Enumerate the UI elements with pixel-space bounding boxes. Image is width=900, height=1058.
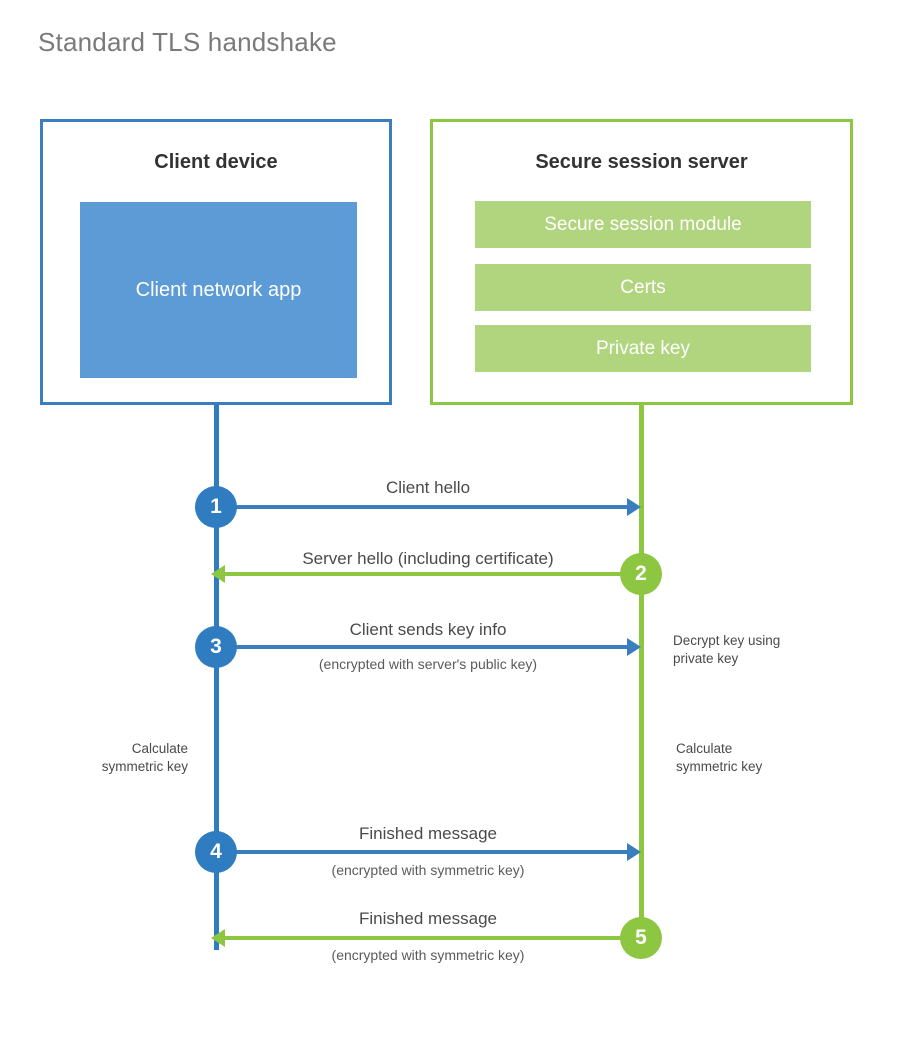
server-decrypt-key-note: Decrypt key using private key xyxy=(673,632,863,668)
step-3-label: Client sends key info xyxy=(349,620,507,639)
client-network-app-block: Client network app xyxy=(80,202,357,378)
server-decrypt-key-note-line1: Decrypt key using xyxy=(673,633,781,648)
step-5-label: Finished message xyxy=(359,909,497,928)
step-1-label: Client hello xyxy=(385,478,471,497)
client-calculate-symmetric-key-note-line2: symmetric key xyxy=(101,759,188,775)
server-calculate-symmetric-key-note-line2: symmetric key xyxy=(676,759,763,775)
client-lifeline xyxy=(214,405,219,950)
step-4-arrow-line xyxy=(216,850,630,854)
step-2-label: Server hello (including certificate) xyxy=(302,549,554,568)
step-4-badge[interactable]: 4 xyxy=(195,831,237,873)
secure-session-server-title: Secure session server xyxy=(535,151,748,173)
step-1-badge[interactable]: 1 xyxy=(195,486,237,528)
step-5-sublabel: (encrypted with symmetric key) xyxy=(331,947,525,963)
server-decrypt-key-note-line2: private key xyxy=(673,651,739,667)
step-5-badge[interactable]: 5 xyxy=(620,917,662,959)
step-5-arrow-head-icon xyxy=(211,929,225,947)
step-4-arrow-head-icon xyxy=(627,843,641,861)
client-calculate-symmetric-key-note-line1: Calculate xyxy=(131,741,188,756)
step-5-arrow-line xyxy=(222,936,640,940)
server-component-private-key: Private key xyxy=(475,325,811,372)
page-title: Standard TLS handshake xyxy=(38,27,337,57)
server-component-secure-session-module: Secure session module xyxy=(475,201,811,248)
server-calculate-symmetric-key-note-line1: Calculate xyxy=(676,741,733,756)
step-2-badge[interactable]: 2 xyxy=(620,553,662,595)
step-3-badge[interactable]: 3 xyxy=(195,626,237,668)
step-3-sublabel: (encrypted with server's public key) xyxy=(318,656,538,672)
client-calculate-symmetric-key-note: Calculate symmetric key xyxy=(48,740,188,776)
step-1-arrow-head-icon xyxy=(627,498,641,516)
server-calculate-symmetric-key-note: Calculate symmetric key xyxy=(676,740,856,776)
secure-session-server-panel: Secure session server Secure session mod… xyxy=(430,119,853,405)
server-lifeline xyxy=(639,405,644,940)
server-component-certs: Certs xyxy=(475,264,811,311)
step-1-arrow-line xyxy=(216,505,630,509)
step-2-arrow-head-icon xyxy=(211,565,225,583)
client-device-title: Client device xyxy=(154,151,278,173)
step-2-arrow-line xyxy=(222,572,640,576)
step-3-arrow-line xyxy=(216,645,630,649)
step-4-sublabel: (encrypted with symmetric key) xyxy=(331,862,525,878)
client-device-panel: Client device Client network app xyxy=(40,119,392,405)
step-3-arrow-head-icon xyxy=(627,638,641,656)
step-4-label: Finished message xyxy=(359,824,497,843)
